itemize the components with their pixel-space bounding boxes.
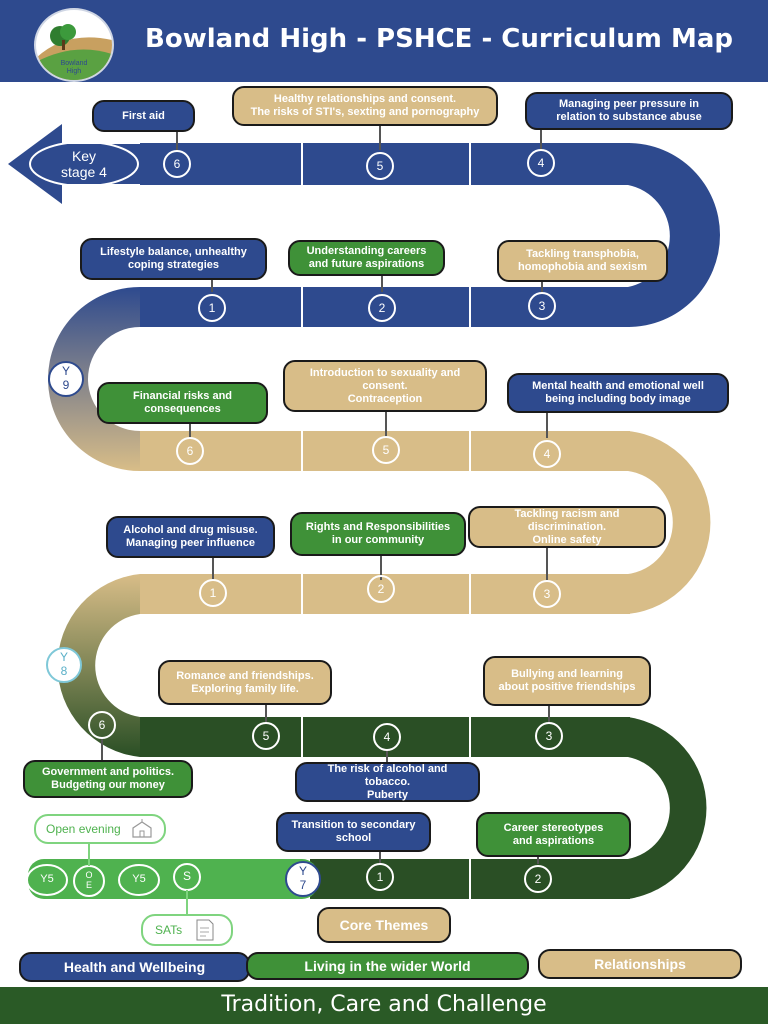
- school-logo: Bowland High: [34, 8, 114, 82]
- open-evening-box: Open evening: [34, 814, 166, 844]
- y5-label-left: Y5: [40, 873, 54, 885]
- step-numbers: 6 5 4 1 2 3 6 5 4 1 2 3 5 4 3 6 1 2: [99, 156, 553, 886]
- logo-line2: High: [66, 68, 82, 75]
- sats-box: SATs: [141, 914, 233, 946]
- topic-lifestyle-balance: Lifestyle balance, unhealthy coping stra…: [80, 238, 267, 280]
- step-num: 2: [378, 582, 385, 596]
- step-num: 3: [546, 729, 553, 743]
- topic-understanding-careers: Understanding careers and future aspirat…: [288, 240, 445, 276]
- track-curve-right-2: [628, 431, 711, 614]
- topic-tackling-racism: Tackling racism and discrimination. Onli…: [468, 506, 666, 548]
- topic-government-politics: Government and politics. Budgeting our m…: [23, 760, 193, 798]
- track-curve-left-2: [57, 574, 140, 757]
- step-num: 5: [377, 159, 384, 173]
- sats-circle-label: S: [182, 869, 191, 883]
- school-building-icon: [132, 819, 152, 838]
- step-num: 2: [535, 872, 542, 886]
- topic-peer-pressure-substance: Managing peer pressure in relation to su…: [525, 92, 733, 130]
- page-title: Bowland High - PSHCE - Curriculum Map: [145, 24, 733, 54]
- year-label-y7: Y 7: [298, 864, 307, 892]
- step-num: 6: [174, 157, 181, 171]
- topic-romance-friendships: Romance and friendships. Exploring famil…: [158, 660, 332, 705]
- track-curve-right-3: [628, 717, 707, 899]
- topic-bullying-friendships: Bullying and learning about positive fri…: [483, 656, 651, 706]
- topic-career-stereotypes: Career stereotypes and aspirations: [476, 812, 631, 857]
- year-marker-y8: [46, 647, 82, 683]
- open-evening-label: Open evening: [46, 822, 121, 836]
- topic-healthy-relationships: Healthy relationships and consent. The r…: [232, 86, 498, 126]
- segment-dividers: [301, 143, 471, 899]
- topic-financial-risks: Financial risks and consequences: [97, 382, 268, 424]
- legend-core-themes: Core Themes: [317, 907, 451, 943]
- y5-label-right: Y5: [132, 873, 146, 885]
- step-num: 5: [263, 729, 270, 743]
- step-num: 4: [544, 447, 551, 461]
- legend-wider-world: Living in the wider World: [246, 952, 529, 980]
- track-row-6-light: [28, 859, 318, 899]
- logo-line1: Bowland: [60, 60, 88, 67]
- track-curve-left-1: [48, 287, 140, 471]
- footer-banner: Tradition, Care and Challenge: [0, 987, 768, 1024]
- topic-tackling-transphobia: Tackling transphobia, homophobia and sex…: [497, 240, 668, 282]
- step-num: 6: [99, 718, 106, 732]
- key-stage-label: Key stage 4: [61, 148, 107, 180]
- step-num: 3: [544, 587, 551, 601]
- header-banner: Bowland High Bowland High - PSHCE - Curr…: [0, 0, 768, 82]
- footer-motto: Tradition, Care and Challenge: [221, 992, 547, 1017]
- topic-mental-health: Mental health and emotional well being i…: [507, 373, 729, 413]
- year-label-y8: Y 8: [59, 650, 68, 678]
- topic-transition-secondary: Transition to secondary school: [276, 812, 431, 852]
- step-num: 5: [383, 443, 390, 457]
- year-label-y9: Y 9: [61, 364, 70, 392]
- step-num: 1: [377, 870, 384, 884]
- legend-health-wellbeing: Health and Wellbeing: [19, 952, 250, 982]
- step-num: 6: [187, 444, 194, 458]
- logo-landscape-icon: [36, 24, 112, 80]
- sats-label: SATs: [155, 923, 183, 937]
- step-num: 1: [210, 586, 217, 600]
- test-paper-icon: [196, 919, 214, 941]
- topic-rights-responsibilities: Rights and Responsibilities in our commu…: [290, 512, 466, 556]
- year-marker-y9: [48, 361, 84, 397]
- step-circles: [88, 149, 563, 893]
- step-num: 4: [538, 156, 545, 170]
- legend-relationships: Relationships: [538, 949, 742, 979]
- topic-first-aid: First aid: [92, 100, 195, 132]
- step-num: 4: [384, 730, 391, 744]
- logo-text: Bowland High: [36, 60, 112, 76]
- step-num: 2: [379, 301, 386, 315]
- topic-introduction-sexuality: Introduction to sexuality and consent. C…: [283, 360, 487, 412]
- step-num: 3: [539, 299, 546, 313]
- key-stage-ellipse: [29, 141, 139, 187]
- connector-lines: [101, 124, 550, 864]
- track-curve-right-1: [628, 143, 720, 327]
- topic-alcohol-tobacco-puberty: The risk of alcohol and tobacco. Puberty: [295, 762, 480, 802]
- topic-alcohol-drug-misuse: Alcohol and drug misuse. Managing peer i…: [106, 516, 275, 558]
- oe-label: O E: [85, 870, 93, 890]
- year-marker-y7: [285, 861, 321, 897]
- step-num: 1: [209, 301, 216, 315]
